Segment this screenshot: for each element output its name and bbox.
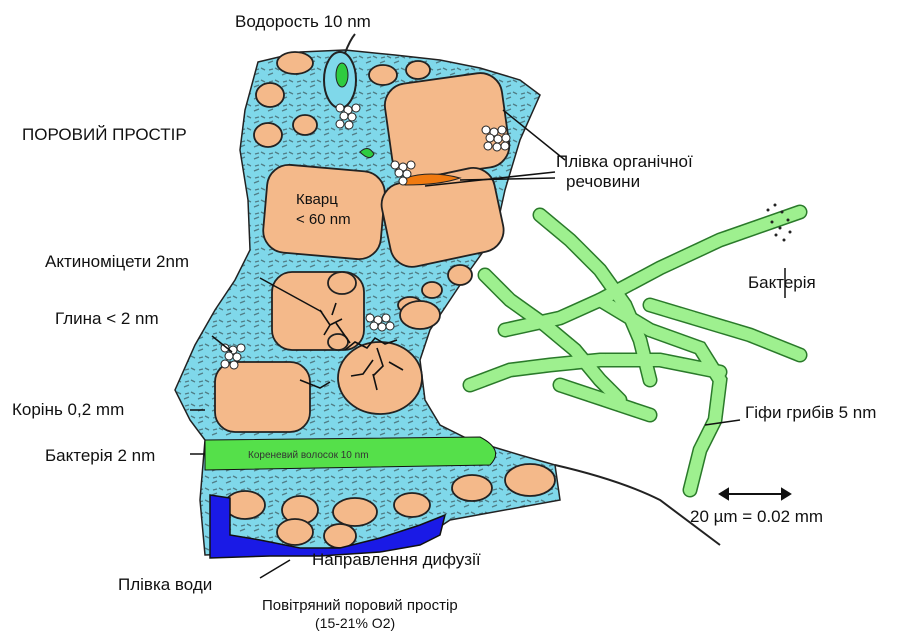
air-pore-label-1: Повітряний поровий простір (262, 597, 458, 614)
algae-label: Водорость 10 nm (235, 12, 371, 31)
clay-label: Глина < 2 nm (55, 309, 159, 328)
air-pore-label-2: (15-21% O2) (315, 615, 395, 631)
quartz-label-2: < 60 nm (296, 211, 351, 228)
pore-space-label: ПОРОВИЙ ПРОСТІР (22, 125, 187, 144)
bacteria-label-left: Бактерія 2 nm (45, 446, 155, 465)
quartz-label-1: Кварц (296, 191, 338, 208)
root-hair-label: Кореневий волосок 10 nm (248, 450, 369, 461)
organic-film-label-2: речовини (566, 172, 640, 191)
hyphae-label: Гіфи грибів 5 nm (745, 403, 876, 422)
fungal-hyphae (470, 212, 800, 490)
scale-label: 20 µm = 0.02 mm (690, 507, 823, 526)
organic-film-label-1: Плівка органічної (556, 152, 693, 171)
actinomycetes-label: Актиноміцети 2nm (45, 252, 189, 271)
algae-cell (324, 34, 356, 108)
root-label: Корінь 0,2 mm (12, 400, 124, 419)
scale-arrow (720, 489, 790, 499)
bacteria-label-right: Бактерія (748, 273, 816, 292)
water-film-label: Плівка води (118, 575, 212, 594)
diffusion-label: Направлення дифузії (312, 550, 481, 569)
